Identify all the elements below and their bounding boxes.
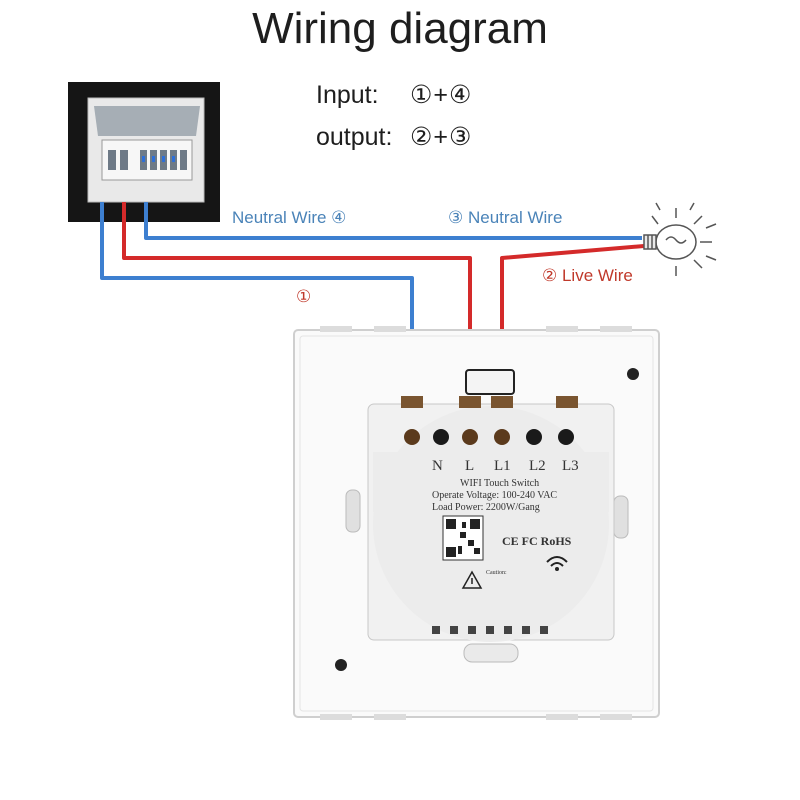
terminal-n-label: N xyxy=(432,458,443,474)
wire-one-label: ① xyxy=(296,287,312,306)
input-label: Input: xyxy=(316,81,379,109)
breaker-box xyxy=(68,82,220,222)
terminal-l-label: L xyxy=(465,458,475,474)
live-wire-label: ② Live Wire xyxy=(542,266,633,285)
input-row: Input: ①+④ xyxy=(316,80,472,110)
terminal-l3-label: L3 xyxy=(562,458,579,474)
input-value: ①+④ xyxy=(410,81,473,109)
light-bulb-icon xyxy=(643,202,717,276)
neutral-wire-label-left: Neutral Wire ④ xyxy=(232,208,347,227)
diagram-title: Wiring diagram xyxy=(252,4,548,53)
terminal-l2-label: L2 xyxy=(529,458,546,474)
output-row: output: ②+③ xyxy=(316,122,472,152)
output-value: ②+③ xyxy=(410,123,473,151)
output-label: output: xyxy=(316,123,393,151)
live-wire-left xyxy=(122,202,472,398)
caution-text: Caution: xyxy=(486,570,507,576)
certification-marks: CE FC RoHS xyxy=(502,534,572,548)
switch-plate xyxy=(293,326,660,720)
terminal-l1-label: L1 xyxy=(494,458,511,474)
neutral-wire-label-right: ③ Neutral Wire xyxy=(448,208,563,227)
device-load: Load Power: 2200W/Gang xyxy=(432,502,540,513)
device-voltage: Operate Voltage: 100-240 VAC xyxy=(432,490,558,501)
neutral-wire-top xyxy=(144,202,642,240)
device-name: WIFI Touch Switch xyxy=(460,478,540,489)
